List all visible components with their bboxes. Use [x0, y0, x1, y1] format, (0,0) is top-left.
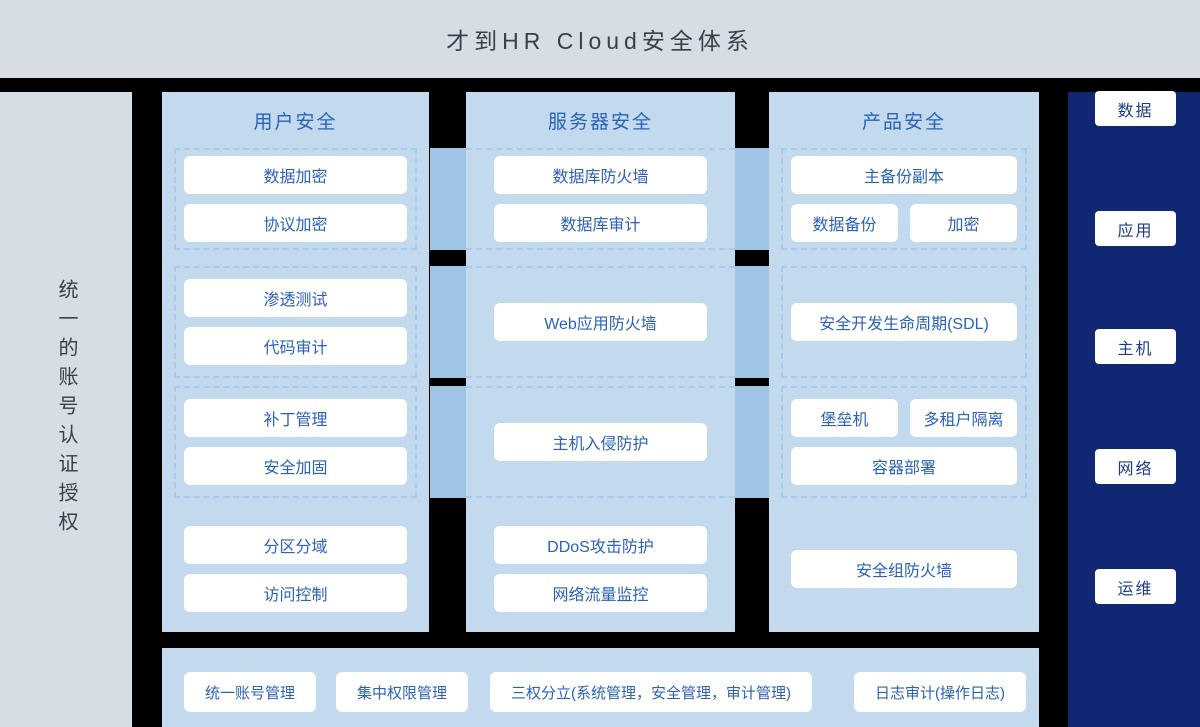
item-chip[interactable]: 数据备份: [791, 204, 898, 242]
bottom-chip-0[interactable]: 统一账号管理: [184, 672, 316, 712]
right-rail-chip-2[interactable]: 主机: [1095, 329, 1176, 364]
item-chip[interactable]: DDoS攻击防护: [494, 526, 707, 564]
item-chip[interactable]: 加密: [910, 204, 1017, 242]
group-box-3-3: [781, 386, 1027, 498]
group-box-2-2: [466, 266, 735, 378]
left-rail-label: 统一的账号认证授权: [55, 279, 77, 540]
right-rail: [1068, 92, 1200, 727]
row-bridge-0-2: [430, 386, 466, 498]
item-chip[interactable]: 安全开发生命周期(SDL): [791, 303, 1017, 341]
group-box-3-2: [781, 266, 1027, 378]
group-box-2-3: [466, 386, 735, 498]
item-chip[interactable]: 堡垒机: [791, 399, 898, 437]
group-box-2-1: [466, 148, 735, 250]
item-chip[interactable]: 主机入侵防护: [494, 423, 707, 461]
right-rail-chip-0[interactable]: 数据: [1095, 91, 1176, 126]
column-title-2: 服务器安全: [547, 111, 653, 133]
column-2: 服务器安全数据库防火墙数据库审计 Web应用防火墙主机入侵防护 DDoS攻击防护网络…: [466, 92, 735, 632]
row-bridge-0-1: [430, 266, 466, 378]
item-chip[interactable]: 网络流量监控: [494, 574, 707, 612]
group-box-3-1: [781, 148, 1027, 250]
bottom-chip-1[interactable]: 集中权限管理: [336, 672, 468, 712]
item-chip[interactable]: 数据库审计: [494, 204, 707, 242]
page-title: 才到HR Cloud安全体系: [446, 28, 754, 54]
group-box-1-2: [174, 266, 417, 378]
item-chip[interactable]: 渗透测试: [184, 279, 407, 317]
item-chip[interactable]: 数据库防火墙: [494, 156, 707, 194]
bottom-chip-3[interactable]: 日志审计(操作日志): [854, 672, 1026, 712]
left-rail: 统一的账号认证授权: [0, 92, 132, 727]
bottom-bar: 统一账号管理集中权限管理三权分立(系统管理，安全管理，审计管理) 日志审计(操作日…: [162, 648, 1039, 727]
item-chip[interactable]: 代码审计: [184, 327, 407, 365]
column-title-3: 产品安全: [861, 111, 946, 133]
title-bar: 才到HR Cloud安全体系: [0, 0, 1200, 78]
item-chip[interactable]: 分区分域: [184, 526, 407, 564]
right-rail-chip-4[interactable]: 运维: [1095, 569, 1176, 604]
group-box-1-1: [174, 148, 417, 250]
row-bridge-1-0: [733, 148, 769, 250]
row-bridge-1-2: [733, 386, 769, 498]
group-box-1-3: [174, 386, 417, 498]
item-chip[interactable]: 补丁管理: [184, 399, 407, 437]
column-title-1: 用户安全: [253, 111, 338, 133]
item-chip[interactable]: 安全加固: [184, 447, 407, 485]
item-chip[interactable]: 协议加密: [184, 204, 407, 242]
item-chip[interactable]: 容器部署: [791, 447, 1017, 485]
item-chip[interactable]: 多租户隔离: [910, 399, 1017, 437]
row-bridge-0-0: [430, 148, 466, 250]
bottom-chip-2[interactable]: 三权分立(系统管理，安全管理，审计管理): [490, 672, 812, 712]
item-chip[interactable]: 安全组防火墙: [791, 550, 1017, 588]
right-rail-chip-1[interactable]: 应用: [1095, 211, 1176, 246]
right-rail-chip-3[interactable]: 网络: [1095, 449, 1176, 484]
row-bridge-1-1: [733, 266, 769, 378]
item-chip[interactable]: 主备份副本: [791, 156, 1017, 194]
item-chip[interactable]: 访问控制: [184, 574, 407, 612]
column-3: 产品安全主备份副本数据备份加密安全开发生命周期(SDL) 堡垒机多租户隔离容器部署…: [769, 92, 1039, 632]
item-chip[interactable]: Web应用防火墙: [494, 303, 707, 341]
column-1: 用户安全数据加密协议加密渗透测试代码审计补丁管理安全加固分区分域访问控制: [162, 92, 429, 632]
item-chip[interactable]: 数据加密: [184, 156, 407, 194]
